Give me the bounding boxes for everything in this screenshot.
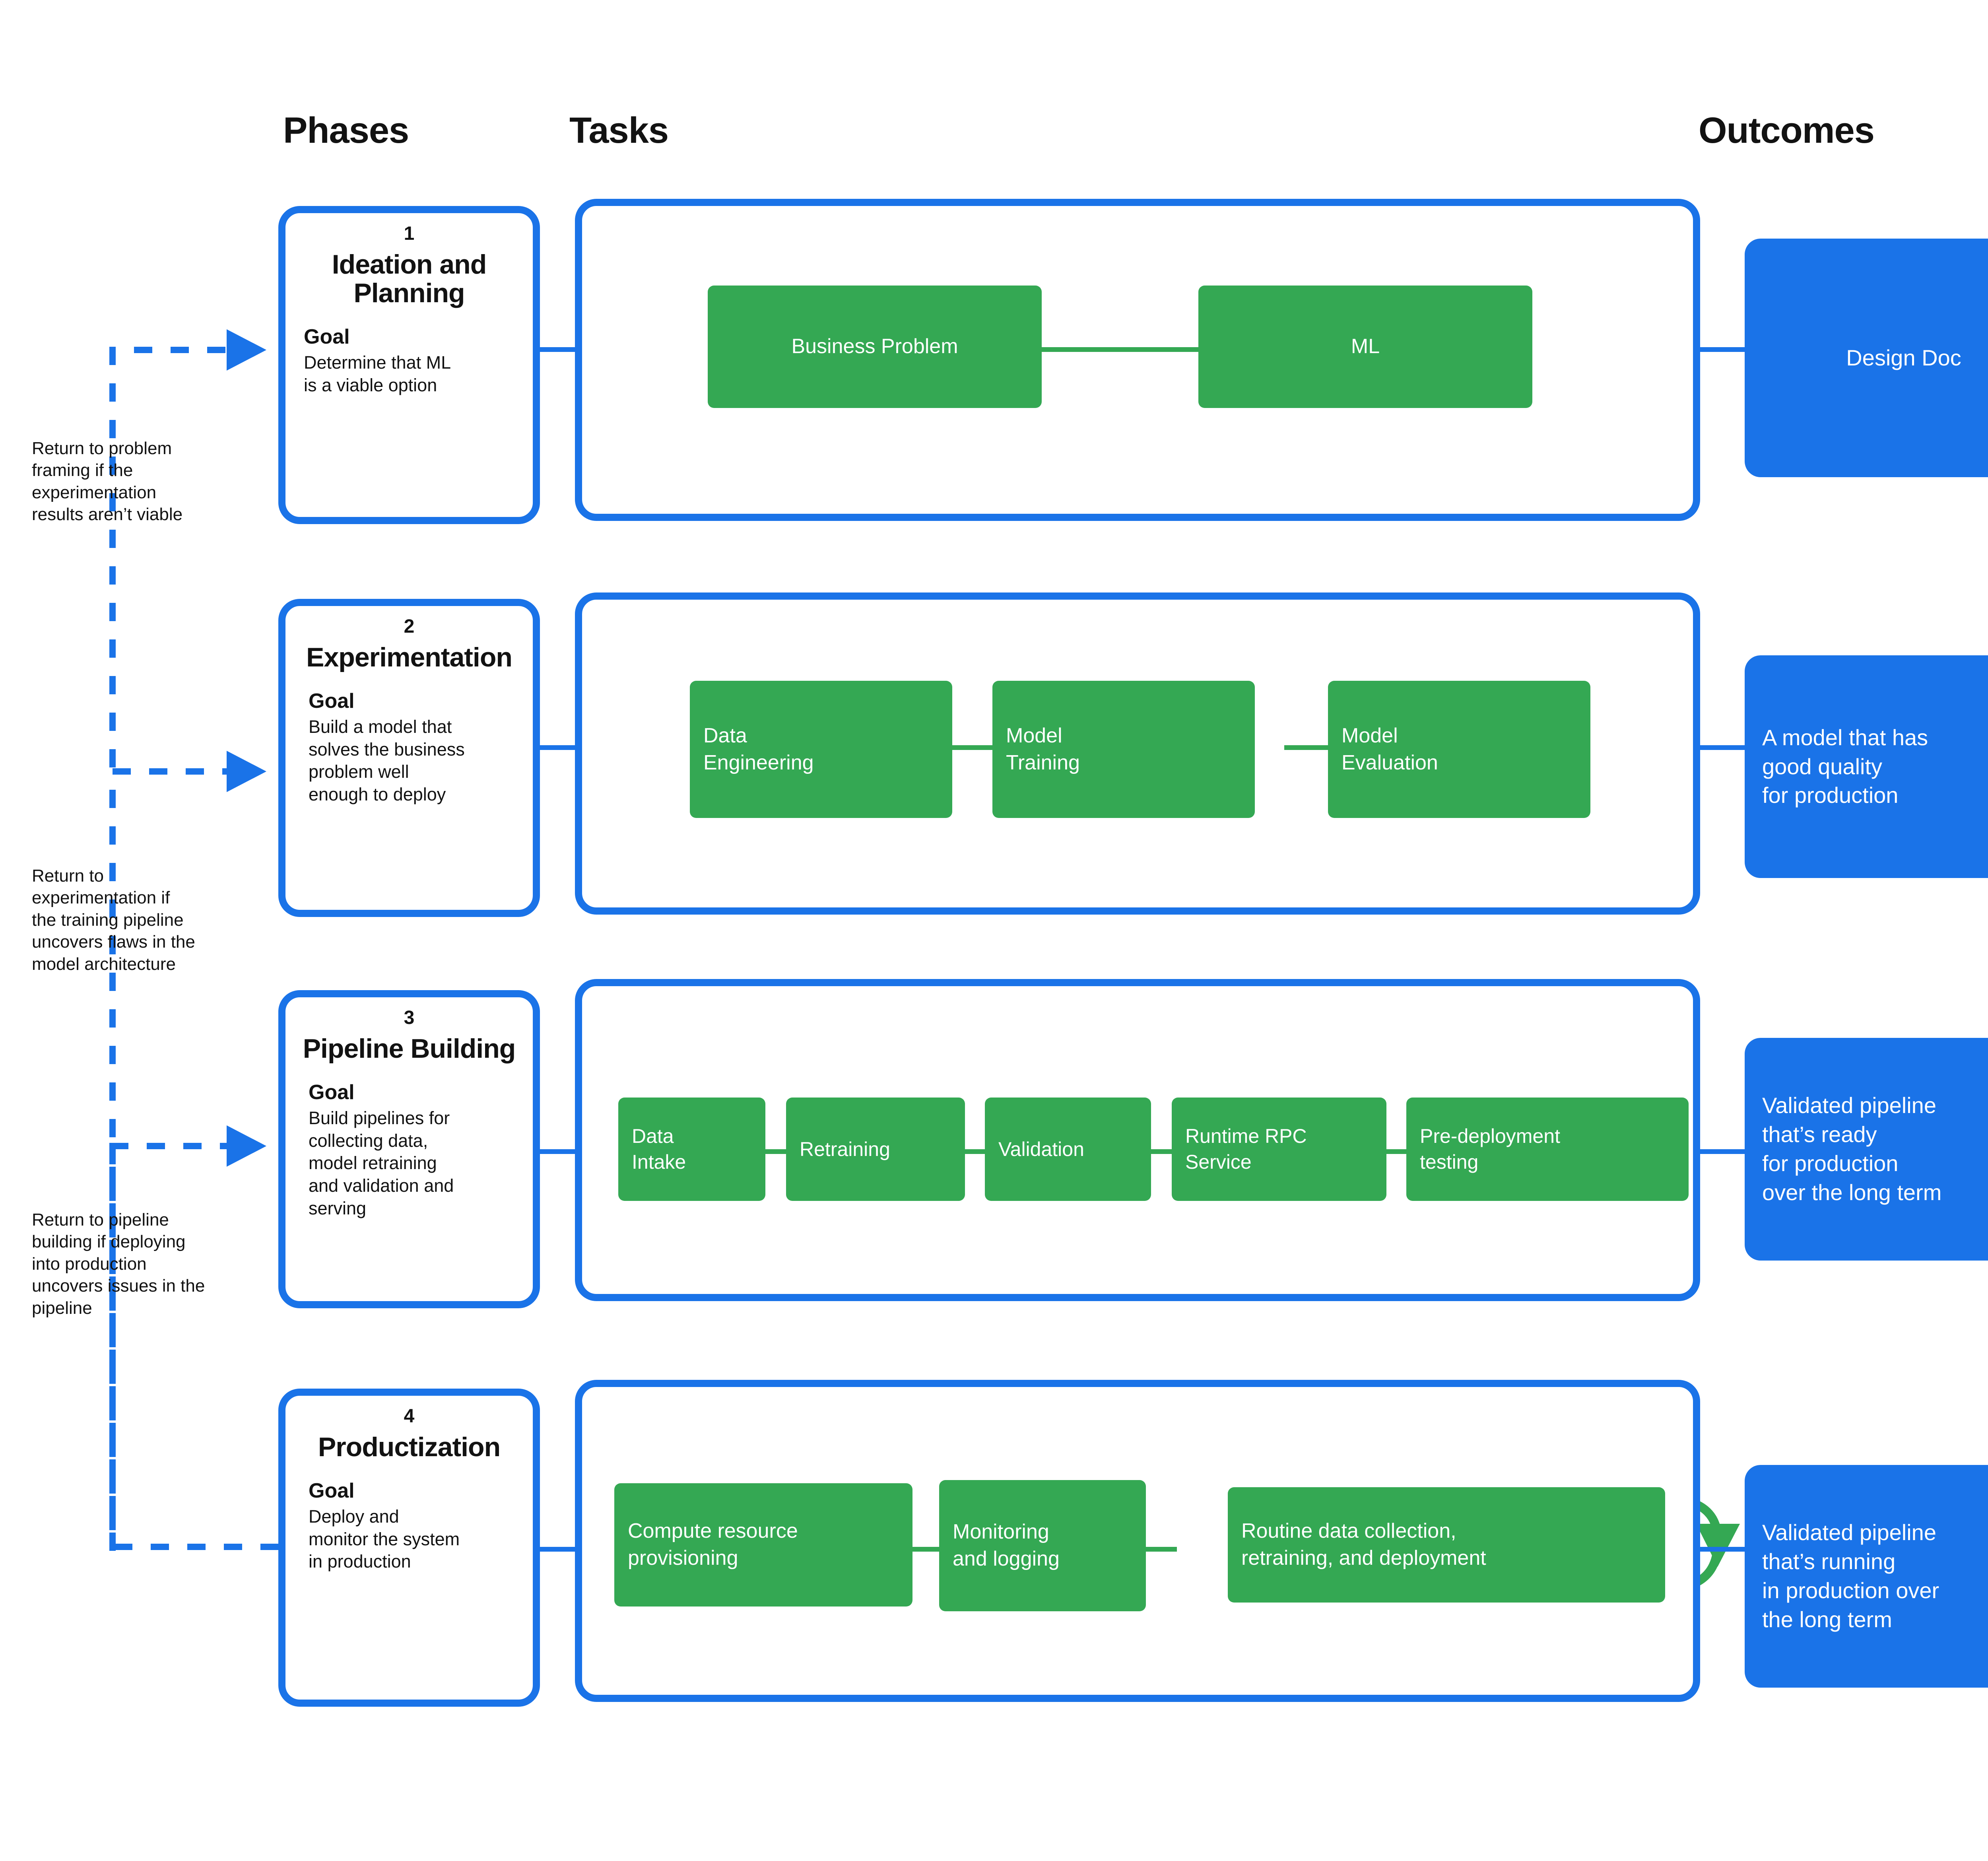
outcome-card-4[interactable]: Validated pipeline that’s running in pro… [1745,1465,1988,1688]
task-box-data-engineering[interactable]: Data Engineering [690,681,952,818]
task-connector-3-3 [1149,1149,1173,1154]
task-connector-3-2 [962,1149,986,1154]
task-outcome-connector-3 [1700,1149,1745,1154]
phase-card-2[interactable]: 2 Experimentation Goal Build a model tha… [278,599,540,917]
phase-task-connector-2 [540,745,575,750]
phase-goal-text-2: Build a model that solves the business p… [309,717,465,805]
column-header-phases: Phases [283,110,409,151]
phase-number-4: 4 [404,1406,415,1427]
task-connector-1-1 [1034,347,1205,352]
task-outcome-connector-1 [1700,347,1745,352]
task-outcome-connector-4 [1700,1547,1745,1552]
task-box-validation[interactable]: Validation [985,1098,1151,1201]
return-note-left-2: Return to experimentation if the trainin… [32,866,195,974]
phase-goal-label-2: Goal [309,689,355,713]
phase-task-connector-4 [540,1547,575,1552]
task-box-compute-resource-provisioning[interactable]: Compute resource provisioning [614,1483,912,1607]
task-box-model-training[interactable]: Model Training [992,681,1255,818]
task-outcome-connector-2 [1700,745,1745,750]
return-spine-bottom [109,1146,278,1551]
task-box-runtime-rpc-service[interactable]: Runtime RPC Service [1172,1098,1386,1201]
task-connector-4-1 [911,1547,942,1552]
phase-goal-label-1: Goal [304,325,350,348]
task-loop-right-arrowhead-row4 [1696,1524,1740,1567]
phase-card-4[interactable]: 4 Productization Goal Deploy and monitor… [278,1389,540,1707]
phase-goal-text-4: Deploy and monitor the system in product… [309,1506,460,1572]
phase-task-connector-3 [540,1149,575,1154]
phase-goal-text-3: Build pipelines for collecting data, mod… [309,1108,454,1218]
phase-title-1: Ideation and Planning [332,249,487,308]
phase-number-1: 1 [404,223,415,244]
task-connector-3-4 [1384,1149,1408,1154]
outcome-card-2[interactable]: A model that has good quality for produc… [1745,655,1988,878]
phase-title-2: Experimentation [306,642,513,672]
return-arrow-1 [227,329,266,371]
task-box-routine-data-collection[interactable]: Routine data collection, retraining, and… [1228,1487,1665,1603]
return-path-1 [109,347,227,767]
return-note-left-3: Return to pipeline building if deploying… [32,1210,205,1318]
column-header-outcomes: Outcomes [1699,110,1875,151]
task-box-retraining[interactable]: Retraining [786,1098,965,1201]
phase-goal-text-1: Determine that ML is a viable option [304,352,451,395]
task-connector-3-1 [763,1149,787,1154]
task-connector-2-1 [942,745,994,750]
column-header-tasks: Tasks [569,110,669,151]
phase-title-4: Productization [318,1432,501,1462]
phase-card-3[interactable]: 3 Pipeline Building Goal Build pipelines… [278,990,540,1308]
task-connector-4-2 [1145,1547,1177,1552]
outcome-card-3[interactable]: Validated pipeline that’s ready for prod… [1745,1038,1988,1261]
task-box-ml[interactable]: ML [1198,286,1532,408]
task-box-monitoring-and-logging[interactable]: Monitoring and logging [939,1480,1146,1611]
task-box-model-evaluation[interactable]: Model Evaluation [1328,681,1590,818]
task-box-pre-deployment-testing[interactable]: Pre-deployment testing [1406,1098,1689,1201]
task-box-data-intake[interactable]: Data Intake [618,1098,765,1201]
return-arrow-3 [227,1125,266,1167]
phase-task-connector-1 [540,347,575,352]
task-box-business-problem[interactable]: Business Problem [708,286,1042,408]
return-note-left-1: Return to problem framing if the experim… [32,439,183,524]
phase-title-3: Pipeline Building [303,1033,516,1064]
phase-goal-label-4: Goal [309,1479,355,1502]
phase-goal-label-3: Goal [309,1080,355,1104]
task-connector-2-2 [1284,745,1336,750]
outcome-card-1[interactable]: Design Doc [1745,239,1988,477]
phase-number-3: 3 [404,1007,415,1028]
return-arrow-2 [227,751,266,792]
return-path-3 [109,1143,227,1551]
phase-number-2: 2 [404,616,415,637]
phase-card-1[interactable]: 1 Ideation and Planning Goal Determine t… [278,206,540,524]
